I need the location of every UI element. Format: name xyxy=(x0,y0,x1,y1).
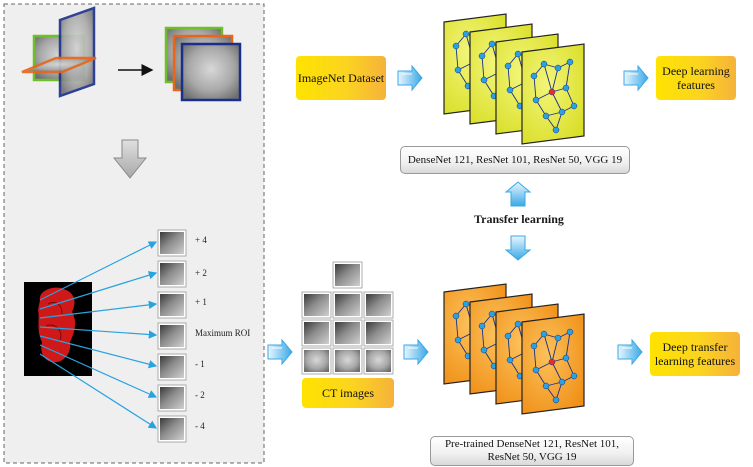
ct-thumbnail xyxy=(301,319,332,347)
slice-connector xyxy=(39,271,158,310)
slice-thumbnail xyxy=(157,353,187,381)
slice-connector xyxy=(39,335,158,369)
slice-thumbnail xyxy=(157,384,187,412)
slice-thumbnail xyxy=(157,415,187,443)
double-arrow-icon xyxy=(504,181,532,207)
ct-images-box: CT images xyxy=(302,378,394,408)
slice-label-minus2: - 2 xyxy=(195,390,205,400)
deep-transfer-features-box: Deep transfer learning features xyxy=(650,332,740,376)
double-arrow-icon xyxy=(397,64,423,92)
ct-thumbnail xyxy=(301,347,332,375)
double-arrow-icon xyxy=(623,64,649,92)
slice-connector xyxy=(39,300,158,319)
slice-connector xyxy=(39,344,158,398)
imagenet-dataset-box: ImageNet Dataset xyxy=(296,56,386,100)
ct-thumbnail xyxy=(363,291,394,319)
double-arrow-icon xyxy=(617,338,643,366)
double-arrow-icon xyxy=(267,338,293,366)
double-arrow-icon xyxy=(504,235,532,261)
ct-thumbnail xyxy=(332,319,363,347)
cnn-layer xyxy=(521,43,585,145)
ct-thumbnail xyxy=(332,291,363,319)
slice-label-plus1: + 1 xyxy=(195,297,207,307)
cnn-panel-icon xyxy=(443,283,585,415)
ct-thumbnail xyxy=(363,319,394,347)
slice-thumbnail xyxy=(157,291,187,319)
down-arrow-icon xyxy=(112,139,148,179)
transfer-learning-label: Transfer learning xyxy=(474,212,564,226)
slice-connector xyxy=(39,241,158,301)
double-arrow-icon xyxy=(403,338,429,366)
deep-learning-features-box: Deep learning features xyxy=(656,56,736,100)
ct-thumbnail xyxy=(332,261,363,289)
stacked-slices-icon xyxy=(164,26,242,102)
ct-image-grid xyxy=(301,261,394,375)
slice-connector xyxy=(39,326,158,339)
slice-connector xyxy=(39,353,158,429)
cnn-layer xyxy=(521,313,585,415)
slice-label-plus4: + 4 xyxy=(195,235,207,245)
three-planes-icon xyxy=(21,6,97,98)
slice-column xyxy=(39,229,187,443)
ct-thumbnail xyxy=(301,291,332,319)
slice-label-plus2: + 2 xyxy=(195,268,207,278)
slice-label-minus4: - 4 xyxy=(195,421,205,431)
ct-thumbnail xyxy=(332,347,363,375)
top-models-box: DenseNet 121, ResNet 101, ResNet 50, VGG… xyxy=(400,146,630,174)
cnn-panel-icon xyxy=(443,13,585,145)
slice-label-minus1: - 1 xyxy=(195,359,205,369)
bottom-models-box: Pre-trained DenseNet 121, ResNet 101, Re… xyxy=(430,436,634,466)
slice-thumbnail xyxy=(157,229,187,257)
ct-thumbnail xyxy=(363,347,394,375)
slice-thumbnail xyxy=(157,322,187,350)
slice-label-max-roi: Maximum ROI xyxy=(195,328,251,338)
slice-thumbnail xyxy=(157,260,187,288)
